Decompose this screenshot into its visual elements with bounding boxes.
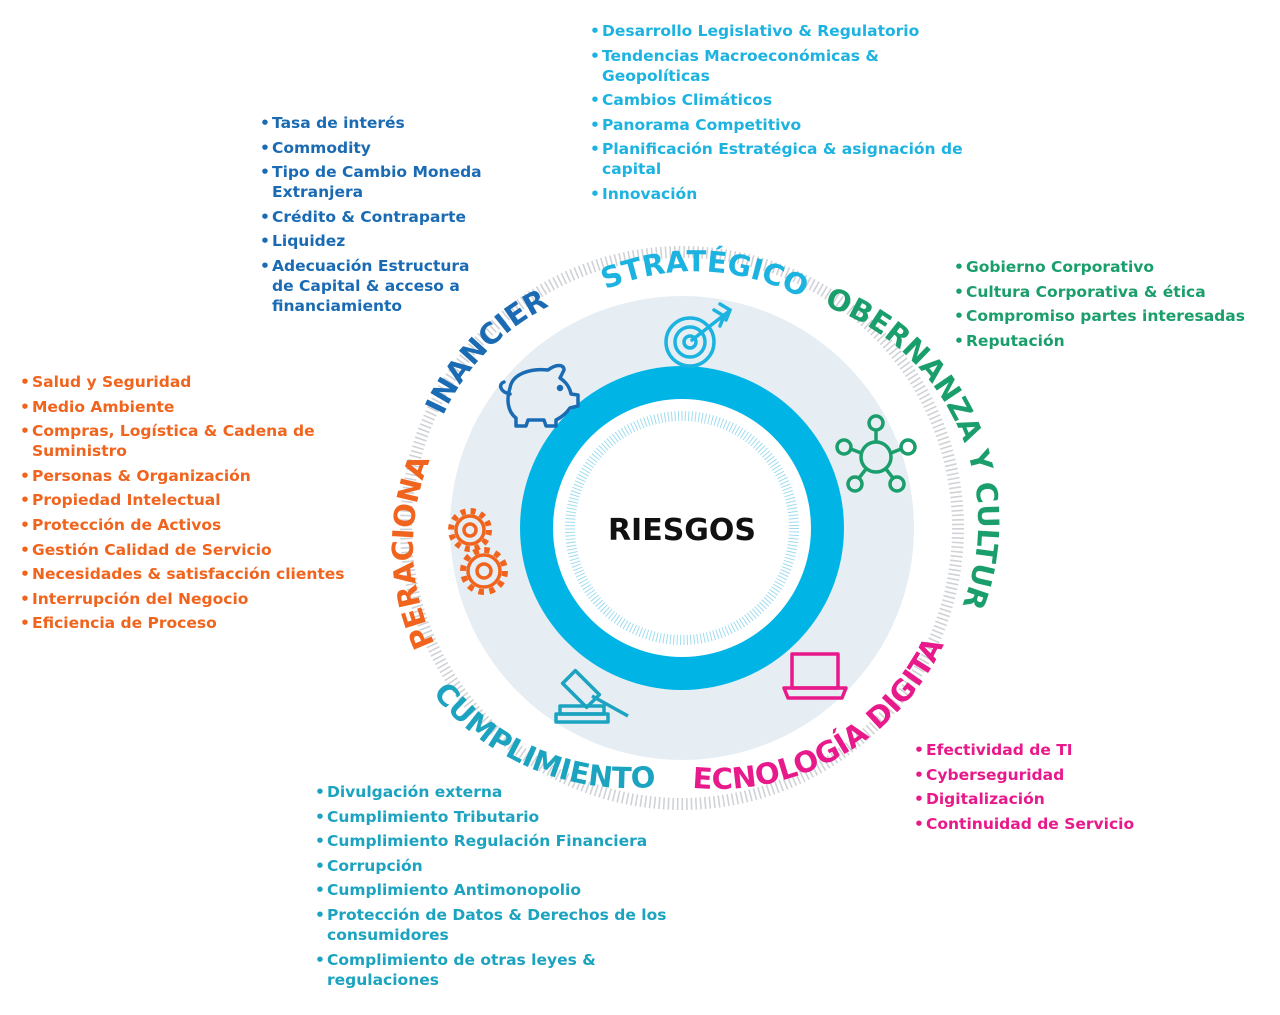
list-item: Propiedad Intelectual [20,490,355,510]
list-item: Liquidez [260,231,485,251]
list-item: Continuidad de Servicio [914,814,1174,834]
list-item: Personas & Organización [20,466,355,486]
list-item: Compromiso partes interesadas [954,306,1269,326]
inner-tick-ring [565,411,799,645]
list-item: Desarrollo Legislativo & Regulatorio [590,21,975,41]
list-item: Necesidades & satisfacción clientes [20,564,355,584]
list-item: Crédito & Contraparte [260,207,485,227]
list-item: Salud y Seguridad [20,372,355,392]
list-item: Cumplimiento Tributario [315,807,680,827]
list-item: Corrupción [315,856,680,876]
gavel-icon [554,668,629,724]
list-item: Complimiento de otras leyes & regulacion… [315,950,680,990]
list-item: Commodity [260,138,485,158]
list-item: Cumplimiento Antimonopolio [315,880,680,900]
list-item: Gobierno Corporativo [954,257,1269,277]
list-financiero: Tasa de interésCommodityTipo de Cambio M… [260,113,485,321]
outer-tick-ring [400,246,964,810]
list-gobernanza: Gobierno CorporativoCultura Corporativa … [954,257,1269,355]
list-cumplimiento: Divulgación externaCumplimiento Tributar… [315,782,680,994]
center-core [578,424,786,632]
list-item: Divulgación externa [315,782,680,802]
list-item: Innovación [590,184,975,204]
gears-icon [448,508,508,595]
piggy-bank-icon [498,363,580,428]
list-item: Digitalización [914,789,1174,809]
network-icon [835,414,917,493]
target-icon [664,302,733,368]
list-item: Efectividad de TI [914,740,1174,760]
list-item: Medio Ambiente [20,397,355,417]
list-item: Gestión Calidad de Servicio [20,540,355,560]
list-item: Adecuación Estructura de Capital & acces… [260,256,485,316]
list-item: Protección de Activos [20,515,355,535]
laptop-icon [782,652,848,700]
list-item: Protección de Datos & Derechos de los co… [315,905,680,945]
list-item: Cambios Climáticos [590,90,975,110]
list-item: Tasa de interés [260,113,485,133]
list-item: Panorama Competitivo [590,115,975,135]
list-item: Tendencias Macroeconómicas & Geopolítica… [590,46,975,86]
list-item: Cyberseguridad [914,765,1174,785]
list-item: Cumplimiento Regulación Financiera [315,831,680,851]
list-item: Tipo de Cambio Moneda Extranjera [260,162,485,202]
list-estrategico: Desarrollo Legislativo & RegulatorioTend… [590,21,975,209]
list-item: Cultura Corporativa & ética [954,282,1269,302]
list-item: Reputación [954,331,1269,351]
list-operacional: Salud y SeguridadMedio AmbienteCompras, … [20,372,355,638]
list-tecnologia: Efectividad de TI CyberseguridadDigitaliz… [914,740,1174,838]
list-item: Compras, Logística & Cadena de Suministr… [20,421,355,461]
list-item: Planificación Estratégica & asignación d… [590,139,975,179]
center-label: RIESGOS [608,513,756,548]
list-item: Interrupción del Negocio [20,589,355,609]
list-item: Eficiencia de Proceso [20,613,355,633]
